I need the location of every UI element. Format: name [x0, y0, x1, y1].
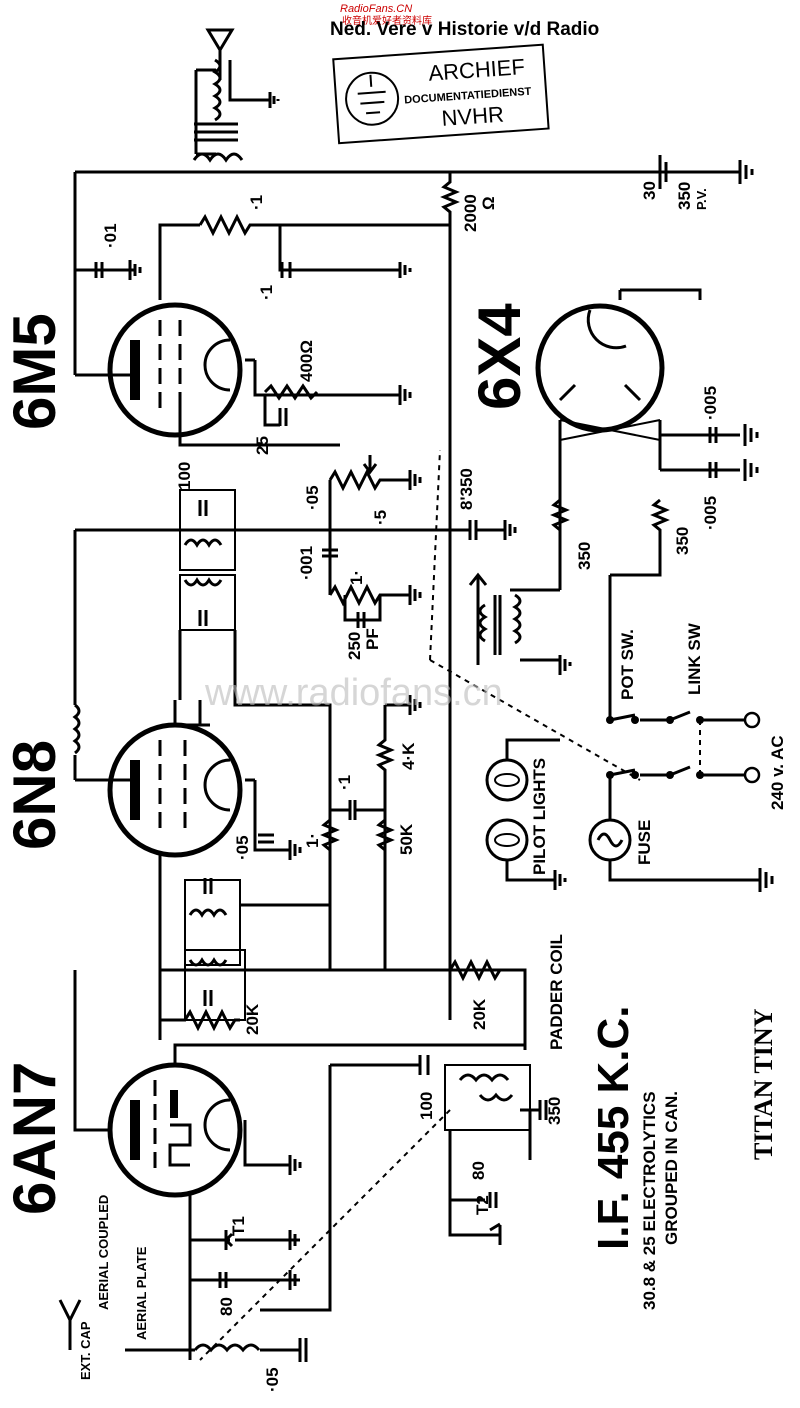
cap-005b-label: ·005: [701, 496, 720, 530]
cap-001-label: ·001: [297, 546, 316, 580]
tube-6n8-label: 6N8: [1, 740, 68, 850]
tube-6x4-label: 6X4: [466, 303, 533, 410]
ac-voltage-label: 240 v. AC: [768, 735, 787, 810]
pilot-light-2: [485, 818, 529, 862]
header-title: Ned. Vere v Historie v/d Radio: [330, 19, 599, 40]
tube-6m5: [107, 302, 243, 438]
resistor-1-label: ·1: [247, 195, 266, 210]
archive-stamp: ARCHIEF DOCUMENTATIEDIENST NVHR: [332, 43, 550, 145]
electrolytics-note-2: GROUPED IN CAN.: [662, 1091, 681, 1245]
resistor-1c-label: 1·: [303, 833, 322, 848]
tube-6an7-label: 6AN7: [1, 1062, 68, 1215]
cap-250-label: 250: [345, 632, 364, 660]
cap-1-label: ·1: [257, 285, 276, 300]
resistor-5-label: ·5: [371, 510, 390, 525]
cap-350-label: 350: [675, 182, 694, 210]
cap-350-label: 350: [545, 1097, 564, 1125]
resistor-350b-label: 350: [673, 527, 692, 555]
aerial-coupled-label: AERIAL COUPLED: [96, 1195, 111, 1310]
pilot-lights-label: PILOT LIGHTS: [530, 758, 549, 875]
aerial-plate-label: AERIAL PLATE: [134, 1246, 149, 1340]
resistor-1m-label: 1·: [347, 570, 366, 585]
pf-label: PF: [363, 628, 382, 650]
model-name: TITAN TINY: [749, 1008, 778, 1160]
cap-01-label: ·01: [101, 223, 120, 248]
pot-switch-label: POT SW.: [618, 629, 637, 700]
aerial-coil: [193, 1338, 308, 1362]
watermark: www.radiofans.cn: [204, 672, 503, 714]
link-switch-label: LINK SW: [685, 622, 704, 695]
power-transformer: [468, 572, 572, 675]
tube-6m5-label: 6M5: [1, 313, 68, 430]
trimmer-t2-label: T2: [473, 1195, 492, 1215]
cap-100b-label: 100: [417, 1092, 436, 1120]
cap-30-label: 30: [640, 181, 659, 200]
omega-label: Ω: [479, 196, 498, 210]
resistor-350a-label: 350: [575, 542, 594, 570]
trimmer-t1-label: T1: [229, 1216, 248, 1236]
cap-80b-label: 80: [217, 1297, 236, 1316]
fuse-label: FUSE: [635, 820, 654, 865]
if-transformer-1: [179, 489, 236, 631]
antenna-symbol: [192, 28, 280, 163]
resistor-1b-label: ·1: [335, 775, 354, 790]
resistor-20kb-label: 20K: [470, 998, 489, 1030]
cap-05a-label: ·05: [303, 485, 322, 510]
ext-cap-label: EXT. CAP: [78, 1321, 93, 1380]
cap-005a-label: ·005: [701, 386, 720, 420]
ac-terminal-1: [743, 711, 761, 729]
pilot-light-1: [485, 758, 529, 802]
site-logo-text: RadioFans.CN: [340, 3, 412, 15]
if-transformer-2: [184, 878, 246, 1021]
pv-label: P.V.: [694, 188, 709, 210]
site-subtitle: 收音机爱好者资料库: [342, 14, 432, 27]
resistor-2000-label: 2000: [461, 194, 480, 232]
oscillator-coil: [444, 1064, 531, 1131]
tube-6n8: [107, 722, 243, 858]
ac-terminal-2: [743, 766, 761, 784]
cap-05c-label: ·05: [263, 1367, 282, 1392]
if-frequency-label: I.F. 455 K.C.: [589, 1005, 638, 1250]
cap-80a-label: 80: [469, 1161, 488, 1180]
resistor-20ka-label: 20K: [243, 1003, 262, 1035]
stamp-line3: NVHR: [441, 102, 505, 131]
cap-05b-label: ·05: [233, 835, 252, 860]
tube-6x4: [535, 303, 665, 433]
electrolytics-note-1: 30.8 & 25 ELECTROLYTICS: [640, 1091, 659, 1310]
padder-coil-label: PADDER COIL: [547, 934, 566, 1050]
resistor-50k-label: 50K: [397, 823, 416, 855]
tube-6an7: [107, 1062, 243, 1198]
resistor-400-label: 400Ω: [297, 340, 316, 382]
stamp-line1: ARCHIEF: [428, 54, 526, 86]
cap-8-350-label: 8'350: [457, 468, 476, 510]
cap-100a-label: 100: [175, 462, 194, 490]
resistor-4k-label: 4·K: [399, 742, 418, 770]
